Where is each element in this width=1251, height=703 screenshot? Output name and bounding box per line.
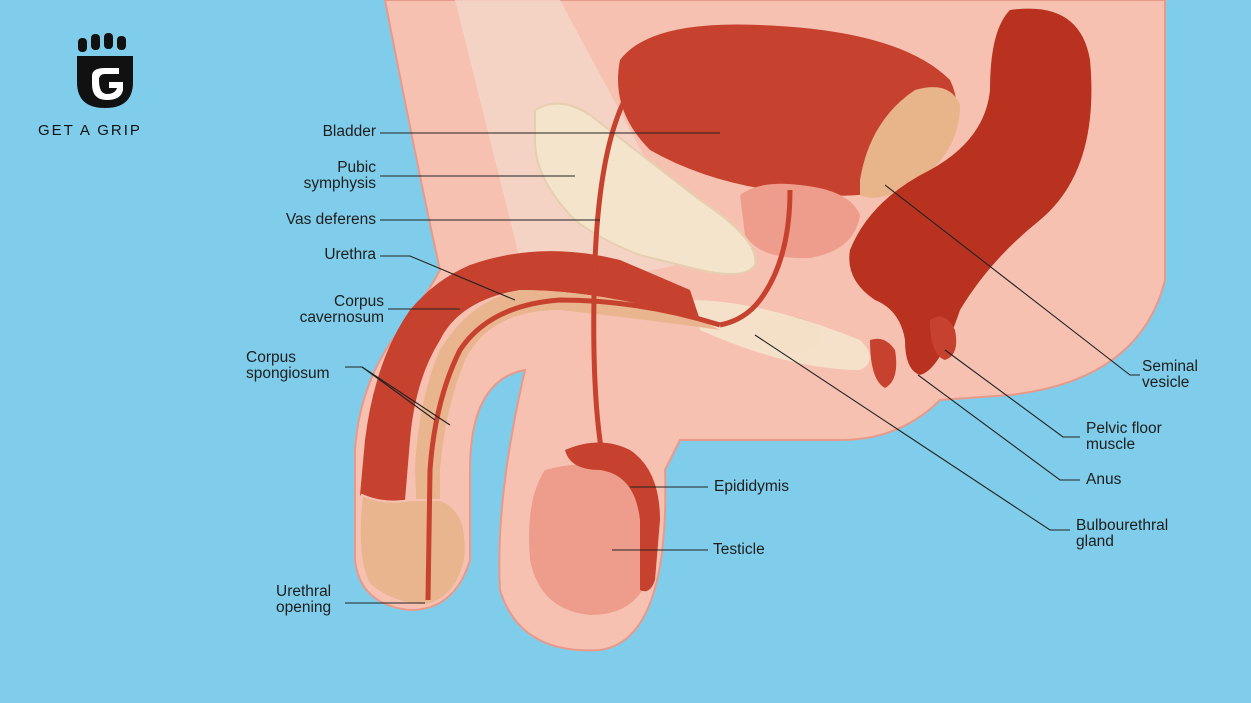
label-testicle: Testicle bbox=[713, 541, 765, 558]
label-corpus-cavernosum: Corpus cavernosum bbox=[299, 293, 384, 326]
urethra-shape bbox=[425, 297, 721, 601]
pelvic-floor-muscle-shape bbox=[930, 316, 957, 360]
label-epididymis: Epididymis bbox=[714, 478, 789, 495]
brand-name: GET A GRIP bbox=[38, 122, 142, 139]
vas-deferens-shape bbox=[591, 57, 872, 471]
leader-lines bbox=[345, 132, 1140, 604]
label-bladder: Bladder bbox=[322, 123, 376, 140]
seminal-vesicle-shape bbox=[860, 87, 960, 198]
corpus-cavernosum-shape bbox=[360, 251, 700, 502]
leader-pelvic-floor-muscle bbox=[944, 349, 1080, 438]
label-seminal-vesicle: Seminal vesicle bbox=[1142, 358, 1198, 391]
label-pubic-symphysis: Pubic symphysis bbox=[303, 159, 376, 192]
anal-sphincter-shape bbox=[870, 338, 897, 388]
label-bulbourethral-gland: Bulbourethral gland bbox=[1076, 517, 1169, 550]
leader-anus bbox=[917, 374, 1080, 481]
logo-icon bbox=[77, 33, 133, 108]
leader-bulbourethral-gland bbox=[754, 334, 1070, 531]
label-anus: Anus bbox=[1086, 471, 1122, 488]
leader-corpus-spongiosum-2 bbox=[361, 366, 451, 426]
glans-shape bbox=[358, 493, 467, 607]
testicle-shape bbox=[529, 464, 653, 615]
leader-urethra bbox=[380, 255, 516, 301]
leader-seminal-vesicle bbox=[884, 184, 1140, 376]
label-pelvic-floor-muscle: Pelvic floor muscle bbox=[1086, 420, 1162, 453]
label-urethra: Urethra bbox=[324, 246, 376, 263]
prostate-shape bbox=[740, 183, 860, 259]
corpus-spongiosum-shape bbox=[415, 290, 720, 600]
label-corpus-spongiosum: Corpus spongiosum bbox=[246, 349, 330, 382]
rectum-shape bbox=[849, 8, 1092, 375]
epididymis-shape bbox=[565, 442, 660, 592]
pubic-symphysis-shape bbox=[534, 102, 757, 275]
label-urethral-opening: Urethral opening bbox=[276, 583, 332, 616]
label-vas-deferens: Vas deferens bbox=[285, 211, 376, 228]
